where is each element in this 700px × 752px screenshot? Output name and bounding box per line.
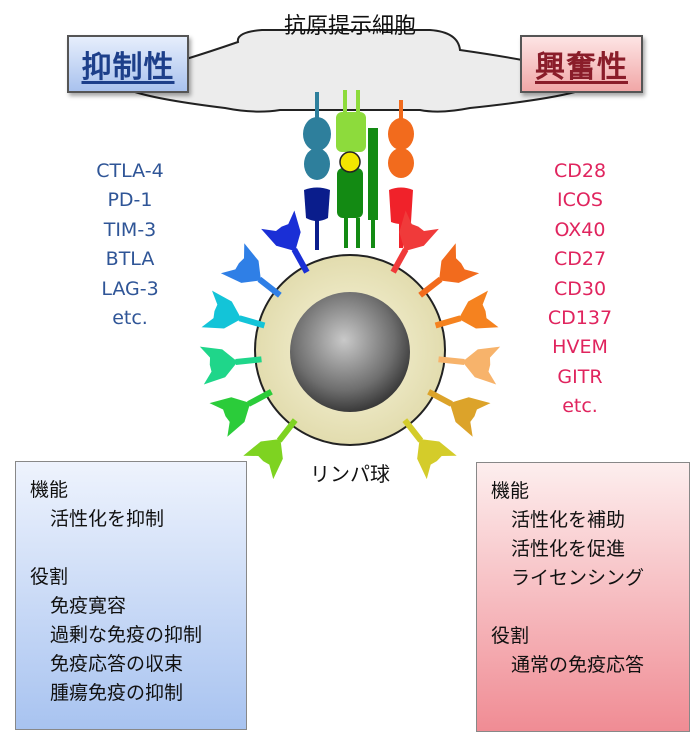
- molecule-item: CD27: [553, 248, 607, 271]
- stimulatory-receptor: [434, 290, 499, 329]
- stimulatory-receptor: [427, 389, 491, 437]
- molecule-item: CD28: [553, 160, 607, 182]
- molecule-item: HVEM: [552, 336, 608, 359]
- function-heading: 機能: [491, 480, 530, 502]
- molecule-item: LAG-3: [101, 277, 159, 300]
- role-item: 腫瘍免疫の抑制: [50, 682, 184, 704]
- tcr-complex: [303, 90, 414, 250]
- apc-label: 抗原提示細胞: [283, 14, 416, 39]
- role-item: 免疫応答の収束: [50, 653, 184, 675]
- stimulatory-info-box: 機能 活性化を補助 活性化を促進 ライセンシング 役割 通常の免疫応答: [476, 462, 690, 732]
- function-item: ライセンシング: [511, 567, 645, 589]
- molecule-item: etc.: [562, 395, 598, 418]
- molecule-item: CD30: [553, 277, 607, 300]
- antigen-presenting-cell: [127, 29, 583, 113]
- function-item: 活性化を促進: [511, 538, 626, 560]
- inhibitory-receptor: [201, 290, 266, 329]
- molecule-item: OX40: [554, 218, 606, 241]
- stimulatory-molecule-list: CD28 ICOS OX40 CD27 CD30 CD137 HVEM GITR…: [490, 157, 670, 422]
- molecule-item: PD-1: [107, 189, 153, 212]
- role-heading: 役割: [30, 566, 69, 588]
- molecule-item: etc.: [112, 307, 148, 330]
- antigen-peptide: [339, 151, 361, 173]
- inhibitory-receptor: [220, 243, 282, 298]
- molecule-item: BTLA: [105, 248, 155, 271]
- role-item: 過剰な免疫の抑制: [50, 624, 203, 646]
- inhibitory-info-box: 機能 活性化を抑制 役割 免疫寛容 過剰な免疫の抑制 免疫応答の収束 腫瘍免疫の…: [15, 461, 247, 730]
- molecule-item: ICOS: [557, 189, 603, 212]
- role-heading: 役割: [491, 625, 530, 647]
- lymphocyte-nucleus: [290, 292, 410, 412]
- inhibitory-receptor: [209, 389, 273, 437]
- stimulatory-receptor: [390, 210, 439, 274]
- stimulatory-receptor: [438, 346, 501, 385]
- inhibitory-receptors: [199, 210, 310, 480]
- inhibitory-receptor: [199, 346, 262, 385]
- role-item: 通常の免疫応答: [511, 654, 645, 676]
- stimulatory-receptors: [390, 210, 501, 480]
- stimulatory-title: 興奮性: [520, 35, 643, 93]
- function-item: 活性化を補助: [511, 509, 626, 531]
- inhibitory-title: 抑制性: [67, 35, 189, 93]
- molecule-item: CD137: [547, 307, 613, 330]
- inhibitory-receptor: [261, 210, 310, 274]
- inhibitory-molecule-list: CTLA-4 PD-1 TIM-3 BTLA LAG-3 etc.: [40, 157, 220, 333]
- molecule-item: TIM-3: [103, 218, 157, 241]
- role-item: 免疫寛容: [50, 595, 127, 617]
- inhibitory-receptor: [243, 418, 298, 480]
- stimulatory-receptor: [402, 418, 457, 480]
- stimulatory-receptor: [418, 243, 480, 298]
- lymphocyte-label: リンパ球: [310, 462, 390, 486]
- molecule-item: CTLA-4: [96, 160, 164, 182]
- molecule-item: GITR: [557, 365, 603, 388]
- function-item: 活性化を抑制: [50, 508, 165, 530]
- function-heading: 機能: [30, 479, 69, 501]
